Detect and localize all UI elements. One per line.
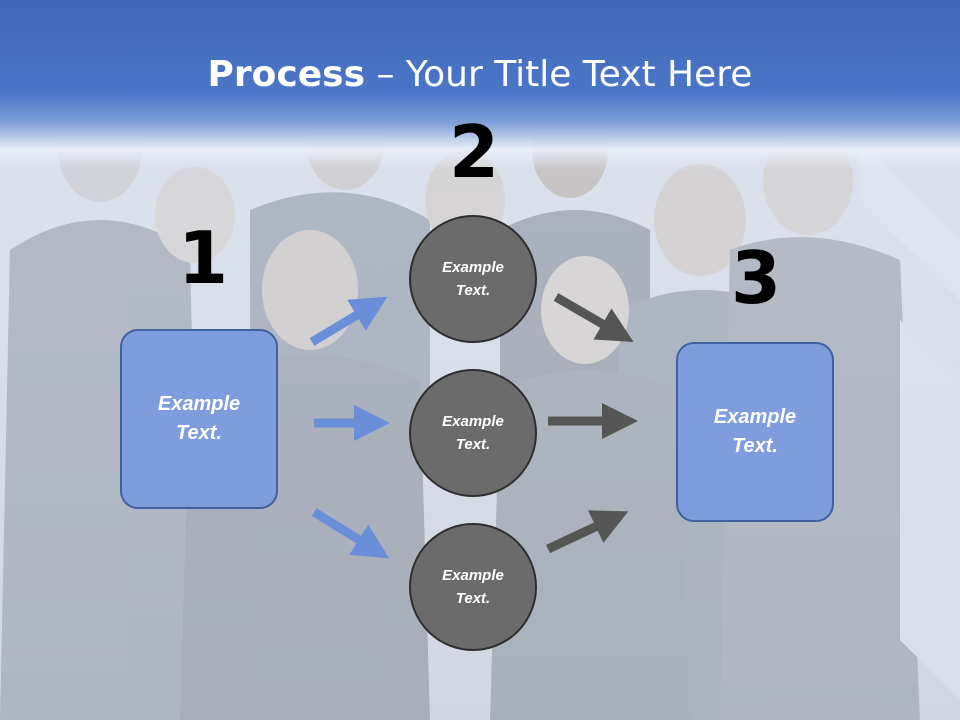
step-number-3: 3 xyxy=(731,236,782,320)
step-number-1: 1 xyxy=(178,216,229,300)
circle-middle-label: Example Text. xyxy=(442,413,504,453)
circle-bottom-label: Example Text. xyxy=(442,567,504,607)
step-number-2: 2 xyxy=(449,110,500,194)
end-box: Example Text. xyxy=(676,342,834,522)
title-bold: Process xyxy=(207,54,366,95)
start-box-label: Example Text. xyxy=(157,393,241,444)
process-circle-bottom: Example Text. xyxy=(409,523,537,651)
title-banner xyxy=(0,0,960,170)
title-rest: – Your Title Text Here xyxy=(365,54,753,95)
process-circle-top: Example Text. xyxy=(409,215,537,343)
end-box-label: Example Text. xyxy=(713,406,797,457)
slide-title: Process – Your Title Text Here xyxy=(0,54,960,95)
start-box: Example Text. xyxy=(120,329,278,509)
process-circle-middle: Example Text. xyxy=(409,369,537,497)
circle-top-label: Example Text. xyxy=(442,259,504,299)
